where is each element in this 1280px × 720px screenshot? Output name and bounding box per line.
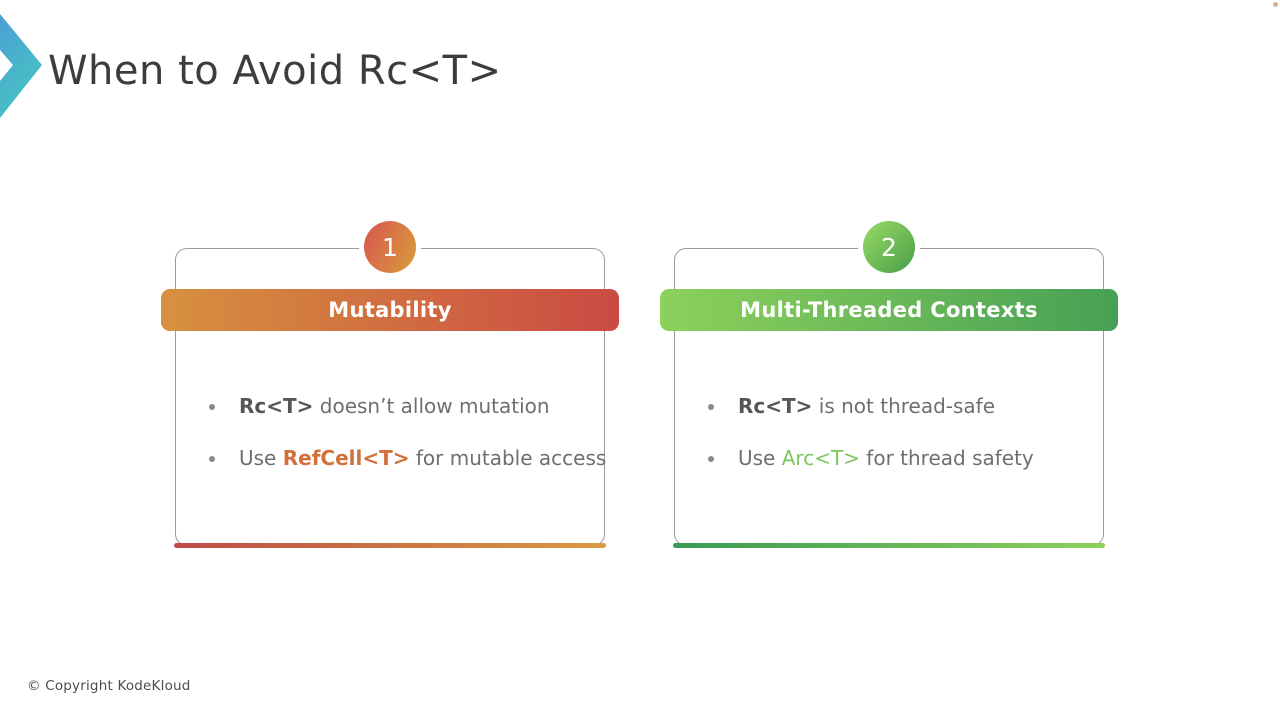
- list-item: Rc<T> is not thread-safe: [675, 393, 1103, 420]
- bullet-text: Use Arc<T> for thread safety: [738, 446, 1034, 470]
- bullet-icon: [708, 403, 714, 410]
- card-bottom-accent: [673, 543, 1105, 548]
- page-title: When to Avoid Rc<T>: [48, 48, 502, 94]
- card-number-badge: 1: [364, 221, 416, 273]
- bullet-icon: [209, 455, 215, 462]
- bullet-icon: [209, 403, 215, 410]
- kodekloud-logo-icon: [0, 14, 42, 118]
- bullet-list: Rc<T> doesn’t allow mutation Use RefCell…: [176, 393, 607, 497]
- bullet-text: Rc<T> is not thread-safe: [738, 394, 996, 418]
- card-multi-threaded: 2 Multi-Threaded Contexts Rc<T> is not t…: [660, 221, 1118, 548]
- bullet-text: Rc<T> doesn’t allow mutation: [239, 394, 550, 418]
- card-bottom-accent: [174, 543, 606, 548]
- card-mutability: 1 Mutability Rc<T> doesn’t allow mutatio…: [161, 221, 619, 548]
- list-item: Rc<T> doesn’t allow mutation: [176, 393, 604, 420]
- bullet-list: Rc<T> is not thread-safe Use Arc<T> for …: [675, 393, 1103, 497]
- card-number-badge: 2: [863, 221, 915, 273]
- list-item: Use Arc<T> for thread safety: [675, 445, 1103, 472]
- corner-dot: [1273, 2, 1278, 7]
- card-header: Mutability: [161, 289, 619, 331]
- copyright-text: © Copyright KodeKloud: [27, 678, 191, 694]
- bullet-text: Use RefCell<T> for mutable access: [239, 446, 607, 470]
- bullet-icon: [708, 455, 714, 462]
- card-header: Multi-Threaded Contexts: [660, 289, 1118, 331]
- list-item: Use RefCell<T> for mutable access: [176, 445, 607, 472]
